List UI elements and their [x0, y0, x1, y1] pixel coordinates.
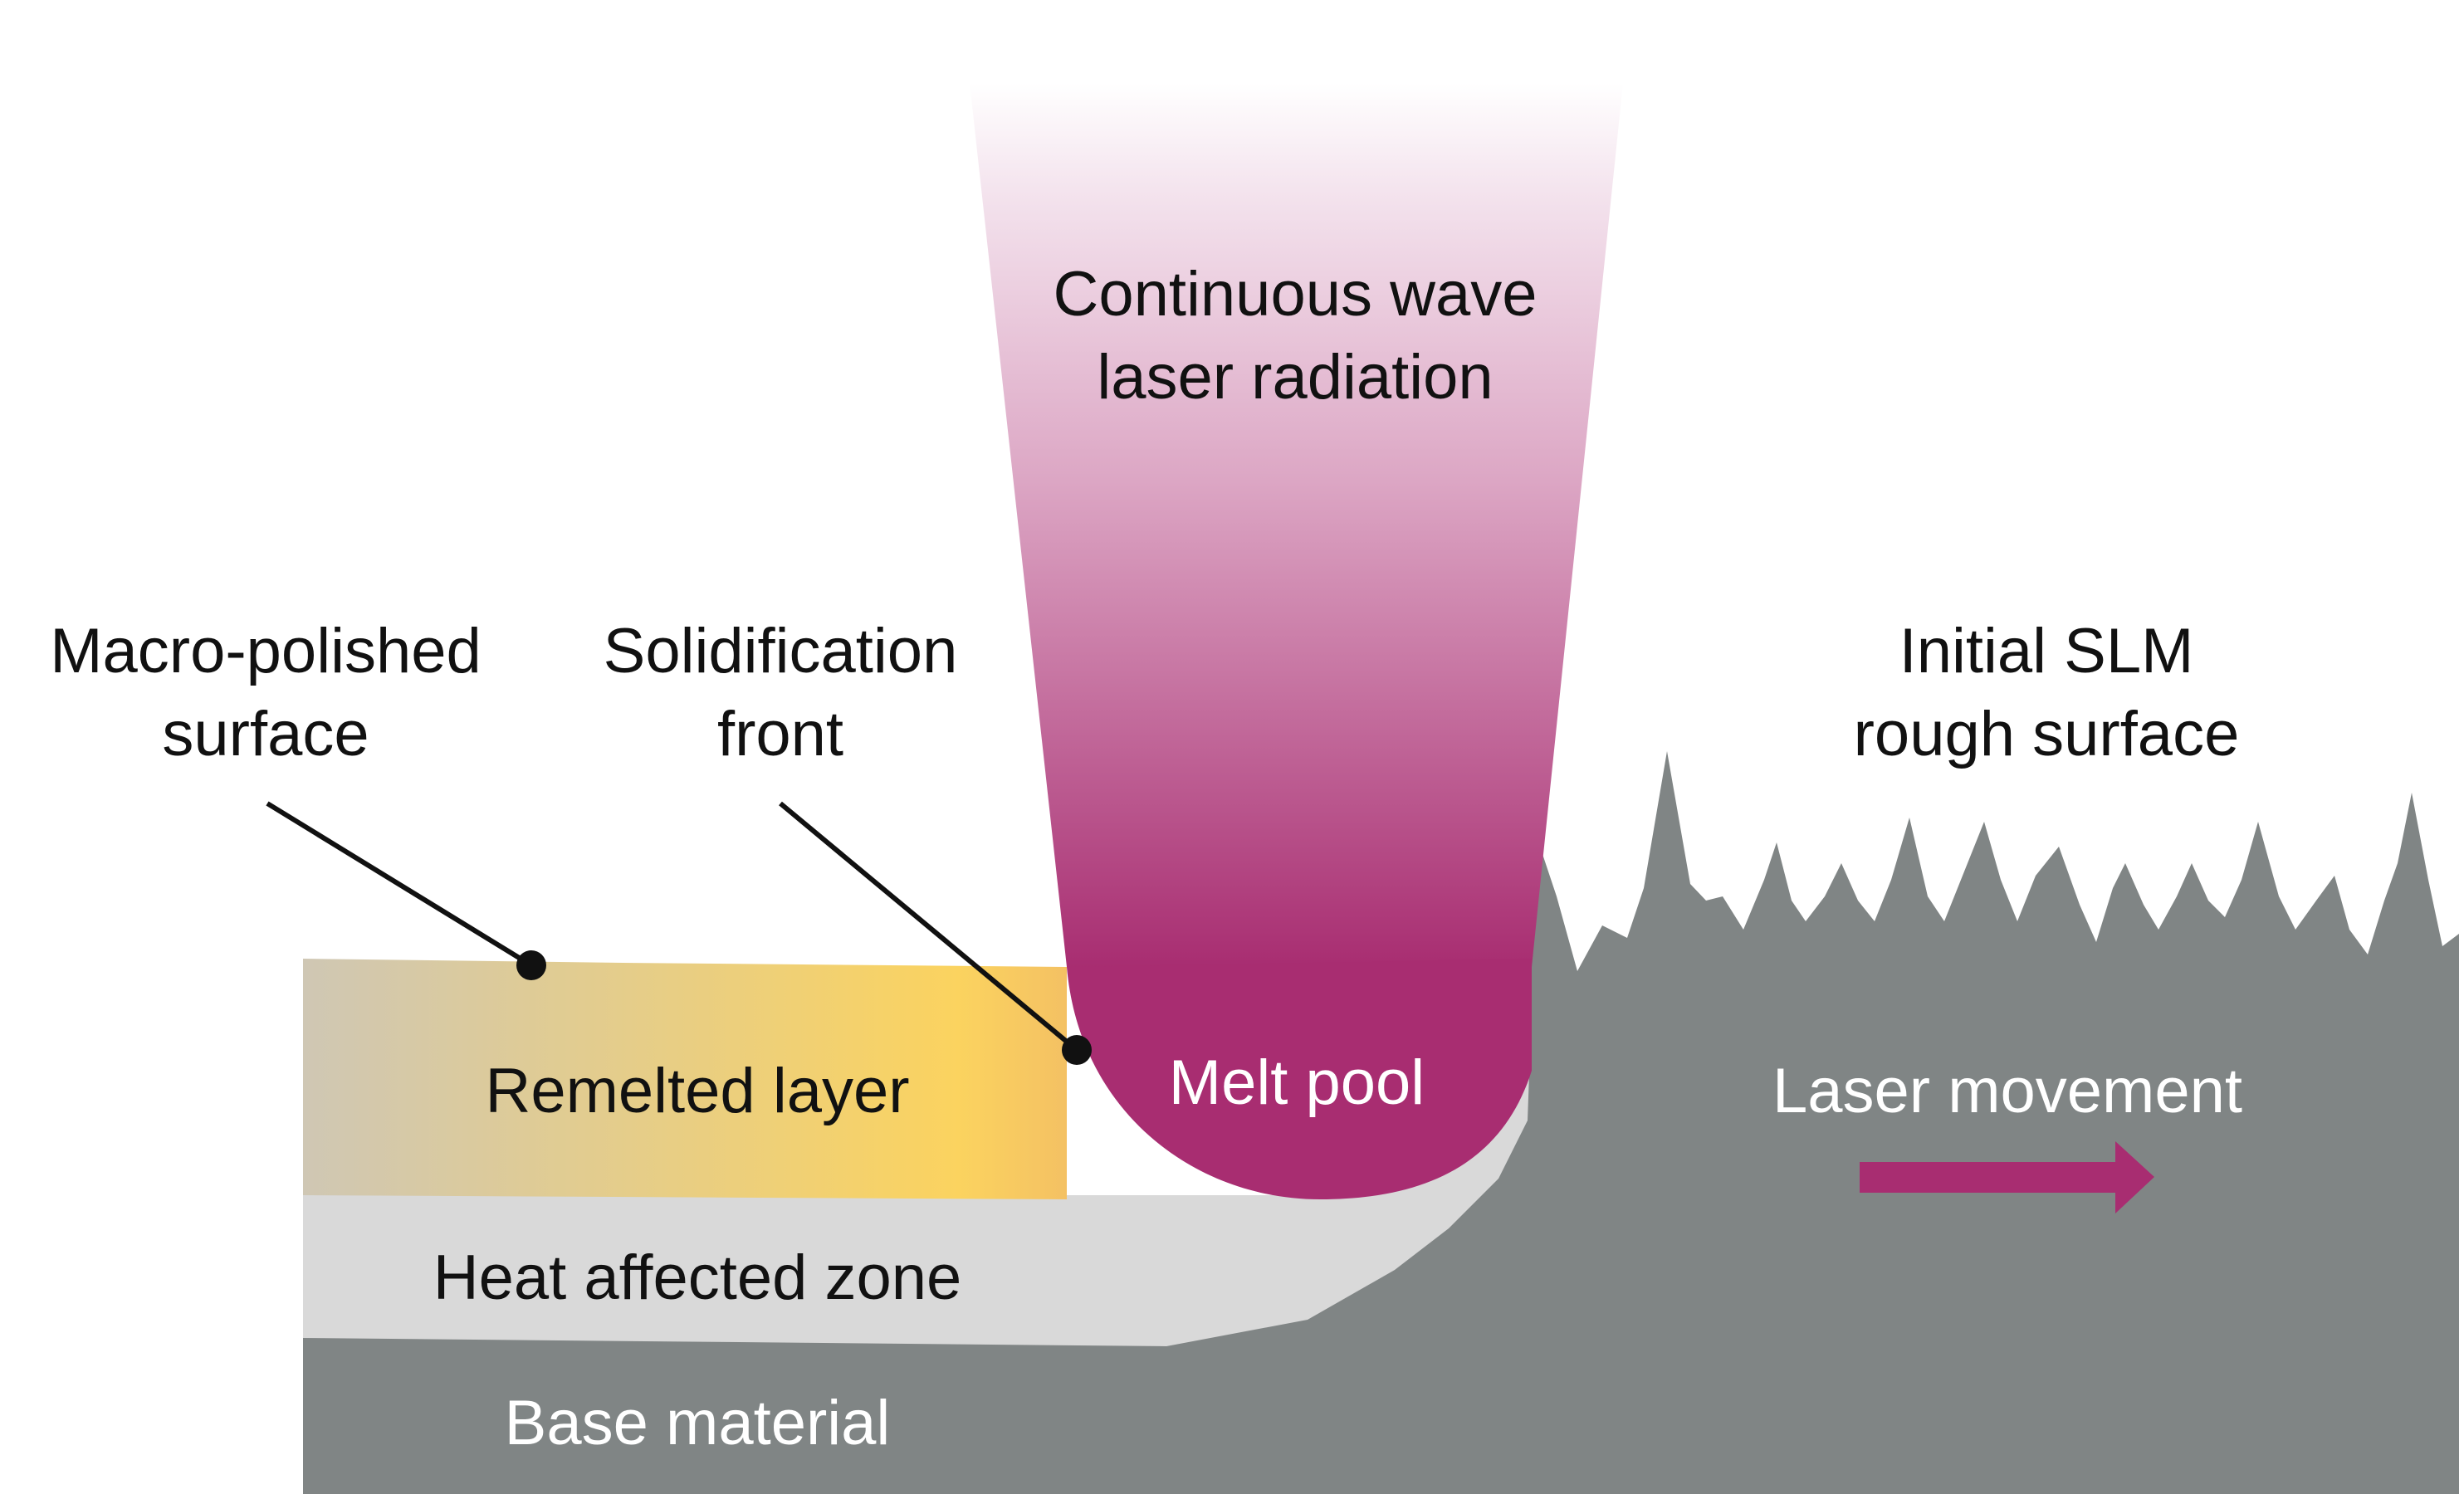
initial-label-line1: Initial SLM: [1899, 616, 2194, 686]
laser-label-line2: laser radiation: [1097, 342, 1493, 413]
base-material-label: Base material: [505, 1388, 891, 1458]
laser-movement-label: Laser movement: [1772, 1056, 2242, 1126]
remelted-layer-region: [303, 959, 1067, 1199]
leader-dot-icon: [1062, 1035, 1092, 1065]
base-material-region: [303, 751, 2459, 1494]
melt-pool-label: Melt pool: [1169, 1047, 1425, 1118]
solidification-label-line2: front: [717, 699, 843, 769]
leader-dot-icon: [516, 950, 546, 980]
solidification-label-line1: Solidification: [604, 616, 958, 686]
laser-beam: [970, 83, 1623, 967]
laser-label-line1: Continuous wave: [1053, 259, 1537, 330]
solidification-leader-line: [779, 801, 1078, 1052]
remelted-label: Remelted layer: [485, 1056, 909, 1126]
macro-label-line2: surface: [162, 699, 369, 769]
macro-leader-line: [266, 801, 533, 968]
initial-label-line2: rough surface: [1854, 699, 2240, 769]
heat-affected-zone-region: [303, 1004, 1532, 1346]
melt-pool-region: [1067, 959, 1532, 1199]
macro-label-line1: Macro-polished: [50, 616, 482, 686]
arrow-right-icon: [1860, 1141, 2154, 1213]
heat-zone-label: Heat affected zone: [433, 1243, 962, 1313]
